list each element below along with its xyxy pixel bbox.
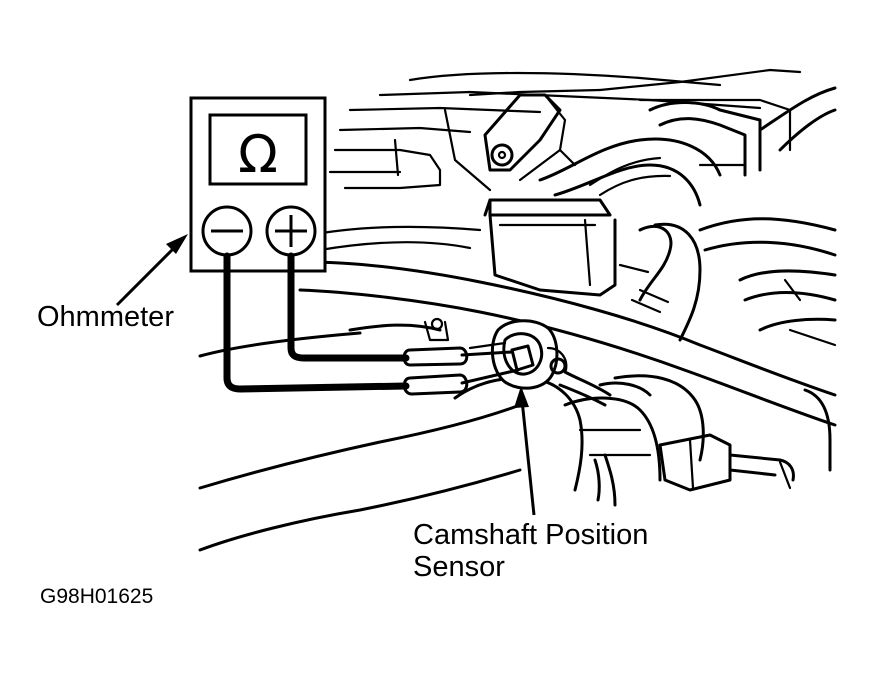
test-leads <box>223 252 410 393</box>
figure-code: G98H01625 <box>40 585 154 608</box>
ohm-symbol: Ω <box>238 125 278 185</box>
negative-lead <box>223 252 410 393</box>
sensor-leader-arrow <box>514 386 536 516</box>
ohmmeter-leader-arrow <box>115 234 188 307</box>
ohmmeter-label: Ohmmeter <box>37 301 174 333</box>
camshaft-position-sensor-label: Camshaft Position Sensor <box>413 519 649 584</box>
positive-lead <box>287 252 410 362</box>
ohmmeter-device: Ω <box>189 96 327 273</box>
ohmmeter-display <box>208 113 308 186</box>
camshaft-sensor-connector <box>490 319 612 407</box>
camshaft-label-line2: Sensor <box>413 550 505 583</box>
probe-tips <box>402 341 520 396</box>
engine-background <box>198 68 837 552</box>
camshaft-label-line1: Camshaft Position <box>413 519 649 551</box>
